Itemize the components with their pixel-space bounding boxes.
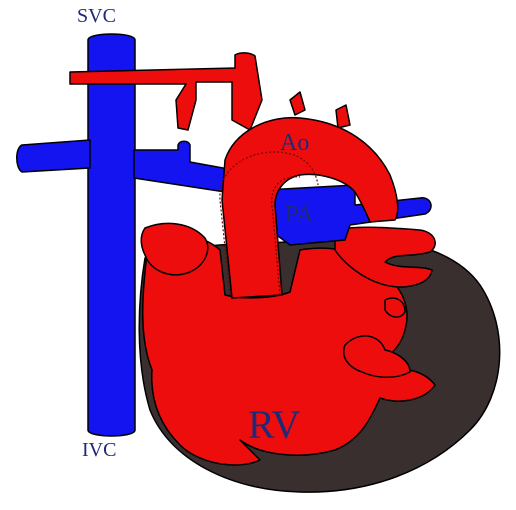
label-ao: Ao (280, 130, 309, 156)
aortic-stub-small (290, 92, 305, 115)
label-rv: RV (248, 402, 300, 447)
label-ivc: IVC (82, 439, 116, 461)
aortic-stub-right (336, 105, 350, 128)
label-svc: SVC (77, 5, 116, 27)
label-pa: PA (285, 202, 314, 228)
vena-cava (88, 34, 135, 436)
brachiocephalic-vein-left (17, 140, 90, 172)
